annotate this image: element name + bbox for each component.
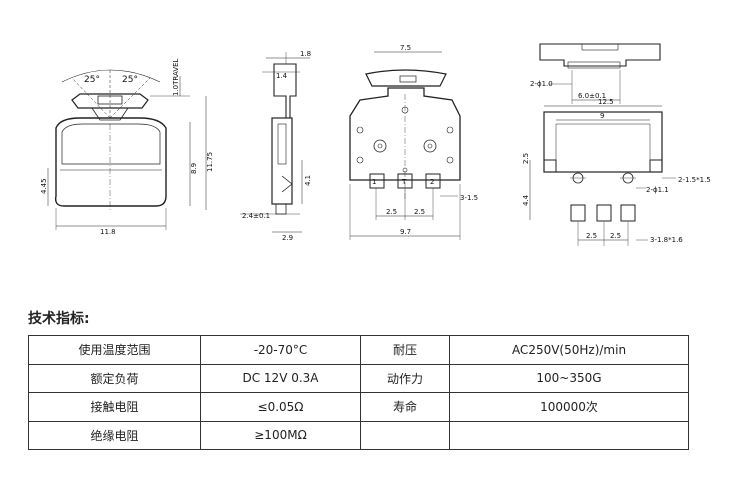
spec-param-label: 寿命 (360, 392, 450, 422)
spec-param-label: 耐压 (360, 335, 450, 365)
technical-drawing: 25° 25° 1.0TRAVEL 11.75 8.9 4.45 11.8 1.… (40, 43, 711, 246)
pcb-hole-top-label: 2-ϕ1.0 (530, 80, 553, 88)
spec-param-value: -20-70°C (200, 335, 361, 365)
spec-param-label: 使用温度范围 (28, 335, 201, 365)
spec-param-value: AC250V(50Hz)/min (449, 335, 689, 365)
table-row: 额定负荷 DC 12V 0.3A 动作力 100~350G (28, 363, 689, 393)
side-pin-height-label: 4.1 (304, 175, 312, 186)
front-width-label: 11.8 (100, 228, 116, 236)
table-row: 接触电阻 ≤0.05Ω 寿命 100000次 (28, 392, 689, 422)
spec-param-label: 额定负荷 (28, 363, 201, 393)
back-pin-t-label: T (401, 178, 407, 186)
table-row: 绝缘电阻 ≥100MΩ (28, 420, 689, 450)
side-depth-label: 2.9 (282, 234, 293, 242)
angle-right-label: 25° (122, 75, 138, 85)
spec-table: 使用温度范围 -20-70°C 耐压 AC250V(50Hz)/min 额定负荷… (28, 335, 689, 450)
side-pin-size-label: 2.4±0.1 (242, 212, 270, 220)
front-view (47, 69, 207, 230)
pcb-vertical-offset-label: 2.5 (522, 153, 530, 164)
back-pin-1-label: 1 (372, 178, 376, 186)
travel-label: 1.0TRAVEL (172, 58, 180, 96)
spec-param-value: ≤0.05Ω (200, 392, 361, 422)
height-lower-label: 4.45 (40, 178, 48, 194)
back-pin-2-label: 2 (430, 178, 434, 186)
spec-param-value: 100~350G (449, 363, 689, 393)
side-top-width-label: 1.8 (300, 50, 311, 58)
spec-param-value (449, 420, 689, 450)
pcb-pitch-right-label: 2.5 (610, 232, 621, 240)
back-top-width-label: 7.5 (400, 44, 411, 52)
height-total-label: 11.75 (206, 152, 214, 172)
height-body-label: 8.9 (190, 163, 198, 174)
side-view (240, 52, 310, 233)
spec-param-label: 绝缘电阻 (28, 420, 201, 450)
pcb-mount-pad-label: 2-1.5*1.5 (678, 176, 711, 184)
pcb-span-label: 9 (600, 112, 604, 120)
back-pitch-left-label: 2.5 (386, 208, 397, 216)
pcb-pitch-left-label: 2.5 (586, 232, 597, 240)
side-thickness-label: 1.4 (276, 72, 288, 80)
back-view (349, 51, 461, 240)
spec-param-value: 100000次 (449, 392, 689, 422)
spec-param-value: DC 12V 0.3A (200, 363, 361, 393)
pcb-total-width-label: 12.5 (598, 98, 614, 106)
dimension-labels: 25° 25° 1.0TRAVEL 11.75 8.9 4.45 11.8 1.… (40, 44, 711, 244)
spec-param-label: 动作力 (360, 363, 450, 393)
back-pitch-right-label: 2.5 (414, 208, 425, 216)
table-row: 使用温度范围 -20-70°C 耐压 AC250V(50Hz)/min (28, 335, 689, 365)
spec-param-value: ≥100MΩ (200, 420, 361, 450)
angle-left-label: 25° (84, 75, 100, 85)
pcb-hole-spacing-label: 6.0±0.1 (578, 92, 606, 100)
spec-param-label: 接触电阻 (28, 392, 201, 422)
pcb-layout (529, 43, 676, 246)
spec-param-label (360, 420, 450, 450)
pcb-hole-dia-label: 2-ϕ1.1 (646, 186, 669, 194)
pcb-vertical-pitch-label: 4.4 (522, 194, 530, 206)
back-pin-width-label: 3-1.5 (460, 194, 478, 202)
pcb-pad-size-label: 3-1.8*1.6 (650, 236, 683, 244)
back-width-label: 9.7 (400, 228, 411, 236)
spec-heading: 技术指标: (28, 311, 90, 327)
